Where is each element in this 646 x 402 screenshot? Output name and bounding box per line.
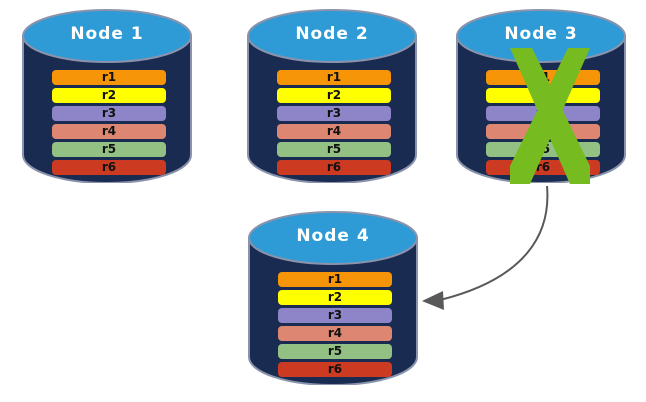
row-list: r1 r2 r3 r4 r5 r6 [277, 70, 391, 178]
row-list: r1 r2 r3 r4 r5 r6 [278, 272, 392, 380]
data-row[interactable]: r6 [52, 160, 166, 175]
data-row[interactable]: r3 [486, 106, 600, 121]
data-row[interactable]: r1 [486, 70, 600, 85]
data-row[interactable]: r5 [486, 142, 600, 157]
node-cylinder-node-4[interactable]: Node 4 r1 r2 r3 r4 r5 r6 [248, 210, 418, 385]
data-row[interactable]: r5 [278, 344, 392, 359]
data-row[interactable]: r4 [52, 124, 166, 139]
data-row[interactable]: r4 [486, 124, 600, 139]
data-row[interactable]: r6 [486, 160, 600, 175]
data-row[interactable]: r4 [277, 124, 391, 139]
data-row[interactable]: r1 [52, 70, 166, 85]
data-row[interactable]: r2 [277, 88, 391, 103]
node-cylinder-node-3[interactable]: Node 3 r1 r2 r3 r4 r5 r6 [456, 8, 626, 183]
data-row[interactable]: r5 [277, 142, 391, 157]
data-row[interactable]: r2 [486, 88, 600, 103]
row-list: r1 r2 r3 r4 r5 r6 [486, 70, 600, 178]
data-row[interactable]: r2 [278, 290, 392, 305]
data-row[interactable]: r6 [278, 362, 392, 377]
data-row[interactable]: r1 [278, 272, 392, 287]
data-row[interactable]: r2 [52, 88, 166, 103]
data-row[interactable]: r1 [277, 70, 391, 85]
data-row[interactable]: r6 [277, 160, 391, 175]
node-cylinder-node-2[interactable]: Node 2 r1 r2 r3 r4 r5 r6 [247, 8, 417, 183]
data-row[interactable]: r5 [52, 142, 166, 157]
data-row[interactable]: r3 [52, 106, 166, 121]
node-cylinder-node-1[interactable]: Node 1 r1 r2 r3 r4 r5 r6 [22, 8, 192, 183]
data-row[interactable]: r3 [277, 106, 391, 121]
row-list: r1 r2 r3 r4 r5 r6 [52, 70, 166, 178]
data-row[interactable]: r3 [278, 308, 392, 323]
data-row[interactable]: r4 [278, 326, 392, 341]
